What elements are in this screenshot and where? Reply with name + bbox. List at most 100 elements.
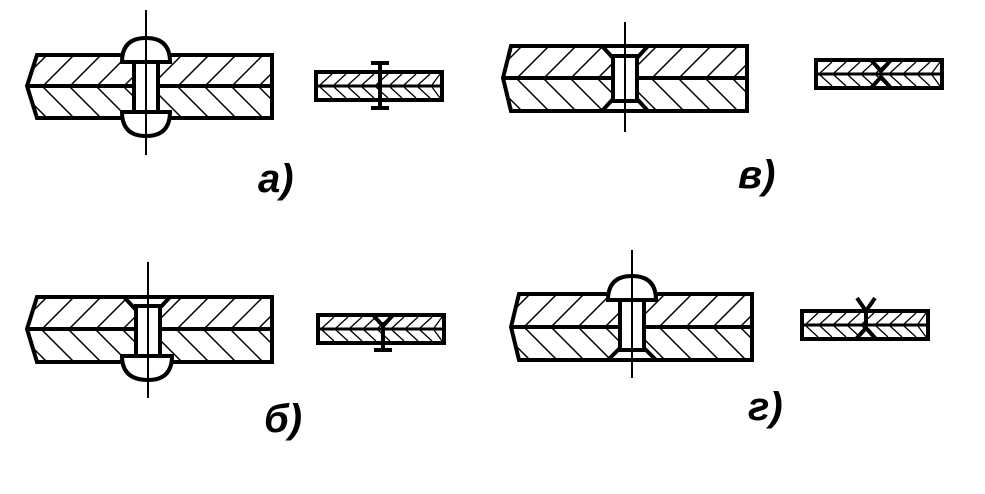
- hatch-line: [347, 73, 361, 86]
- hatch-line: [875, 312, 889, 325]
- hatch-line: [41, 297, 75, 329]
- panel-v-symbol: [814, 58, 944, 90]
- hatch-line: [40, 329, 75, 362]
- hatch-line: [403, 73, 417, 86]
- hatch-line: [335, 329, 349, 342]
- hatch-line: [68, 297, 102, 329]
- hatch-line: [917, 61, 931, 74]
- panel-v-section: [462, 22, 792, 132]
- hatch-line: [685, 294, 720, 327]
- hatch-line: [230, 86, 264, 118]
- hatch-line: [712, 327, 747, 360]
- hatch-line: [712, 294, 747, 327]
- hatch-line: [685, 327, 720, 360]
- panel-g-label: г): [748, 385, 783, 429]
- hatch-line: [903, 312, 917, 325]
- hatch-line: [69, 55, 102, 86]
- hatch-line: [819, 74, 833, 87]
- hatch-line: [677, 78, 712, 111]
- hatch-line: [658, 327, 693, 360]
- hatch-line: [321, 329, 335, 342]
- hatch-line: [175, 329, 210, 362]
- hatch-line: [0, 55, 20, 86]
- hatch-line: [349, 316, 363, 329]
- panel-g-section: [470, 250, 800, 378]
- panel-b: б): [0, 262, 446, 441]
- hatch-line: [319, 86, 333, 99]
- hatch-line: [419, 316, 433, 329]
- hatch-line: [767, 327, 800, 360]
- panel-a: а): [0, 10, 444, 201]
- hatch-line: [550, 327, 585, 360]
- hatch-line: [833, 325, 847, 338]
- hatch-line: [650, 78, 685, 111]
- hatch-line: [570, 46, 604, 78]
- hatch-line: [319, 73, 333, 86]
- hatch-line: [833, 61, 847, 74]
- hatch-line: [347, 86, 361, 99]
- hatch-line: [917, 325, 927, 338]
- hatch-line: [389, 86, 403, 99]
- hatch-line: [889, 325, 903, 338]
- hatch-line: [389, 73, 403, 86]
- hatch-line: [176, 86, 210, 118]
- hatch-line: [349, 329, 363, 342]
- hatch-line: [889, 74, 903, 87]
- hatch-line: [335, 316, 349, 329]
- hatch-line: [333, 73, 347, 86]
- hatch-line: [363, 329, 377, 342]
- hatch-line: [286, 55, 317, 86]
- hatch-line: [462, 78, 495, 111]
- hatch-line: [550, 294, 585, 327]
- panel-a-label: а): [258, 157, 294, 201]
- hatch-line: [257, 86, 272, 118]
- hatch-line: [258, 55, 272, 86]
- hatch-line: [739, 327, 752, 360]
- hatch-line: [760, 46, 792, 78]
- hatch-line: [678, 46, 712, 78]
- panel-v-symbol-countersink-top: [869, 58, 893, 74]
- hatch-line: [767, 294, 800, 327]
- hatch-line: [903, 325, 917, 338]
- hatch-line: [889, 61, 903, 74]
- panel-v-label: в): [738, 153, 775, 197]
- hatch-line: [417, 73, 431, 86]
- hatch-line: [42, 55, 75, 86]
- hatch-line: [542, 78, 577, 111]
- hatch-line: [403, 86, 417, 99]
- hatch-line: [470, 294, 503, 327]
- hatch-line: [819, 312, 833, 325]
- hatch-line: [204, 55, 237, 86]
- hatch-line: [0, 297, 20, 329]
- hatch-line: [917, 312, 927, 325]
- hatch-line: [257, 297, 272, 329]
- hatch-line: [523, 294, 558, 327]
- hatch-line: [203, 86, 237, 118]
- hatch-line: [417, 86, 431, 99]
- hatch-line: [833, 312, 847, 325]
- hatch-line: [651, 46, 685, 78]
- hatch-line: [931, 74, 941, 87]
- panel-b-section: [0, 262, 274, 398]
- hatch-line: [903, 61, 917, 74]
- hatch-line: [569, 78, 604, 111]
- hatch-line: [333, 86, 347, 99]
- hatch-line: [0, 329, 20, 362]
- hatch-line: [516, 46, 550, 78]
- hatch-line: [230, 297, 264, 329]
- hatch-line: [759, 78, 792, 111]
- hatch-line: [431, 73, 441, 86]
- hatch-line: [819, 325, 833, 338]
- panel-g-symbol-countersink-bottom: [854, 325, 878, 341]
- hatch-line: [176, 297, 210, 329]
- hatch-line: [731, 78, 747, 111]
- hatch-line: [256, 329, 272, 362]
- hatch-line: [433, 316, 443, 329]
- hatch-line: [391, 329, 405, 342]
- hatch-line: [658, 294, 693, 327]
- panel-a-symbol: [314, 61, 444, 110]
- hatch-line: [577, 294, 612, 327]
- hatch-line: [229, 329, 264, 362]
- hatch-line: [470, 327, 503, 360]
- hatch-line: [805, 325, 819, 338]
